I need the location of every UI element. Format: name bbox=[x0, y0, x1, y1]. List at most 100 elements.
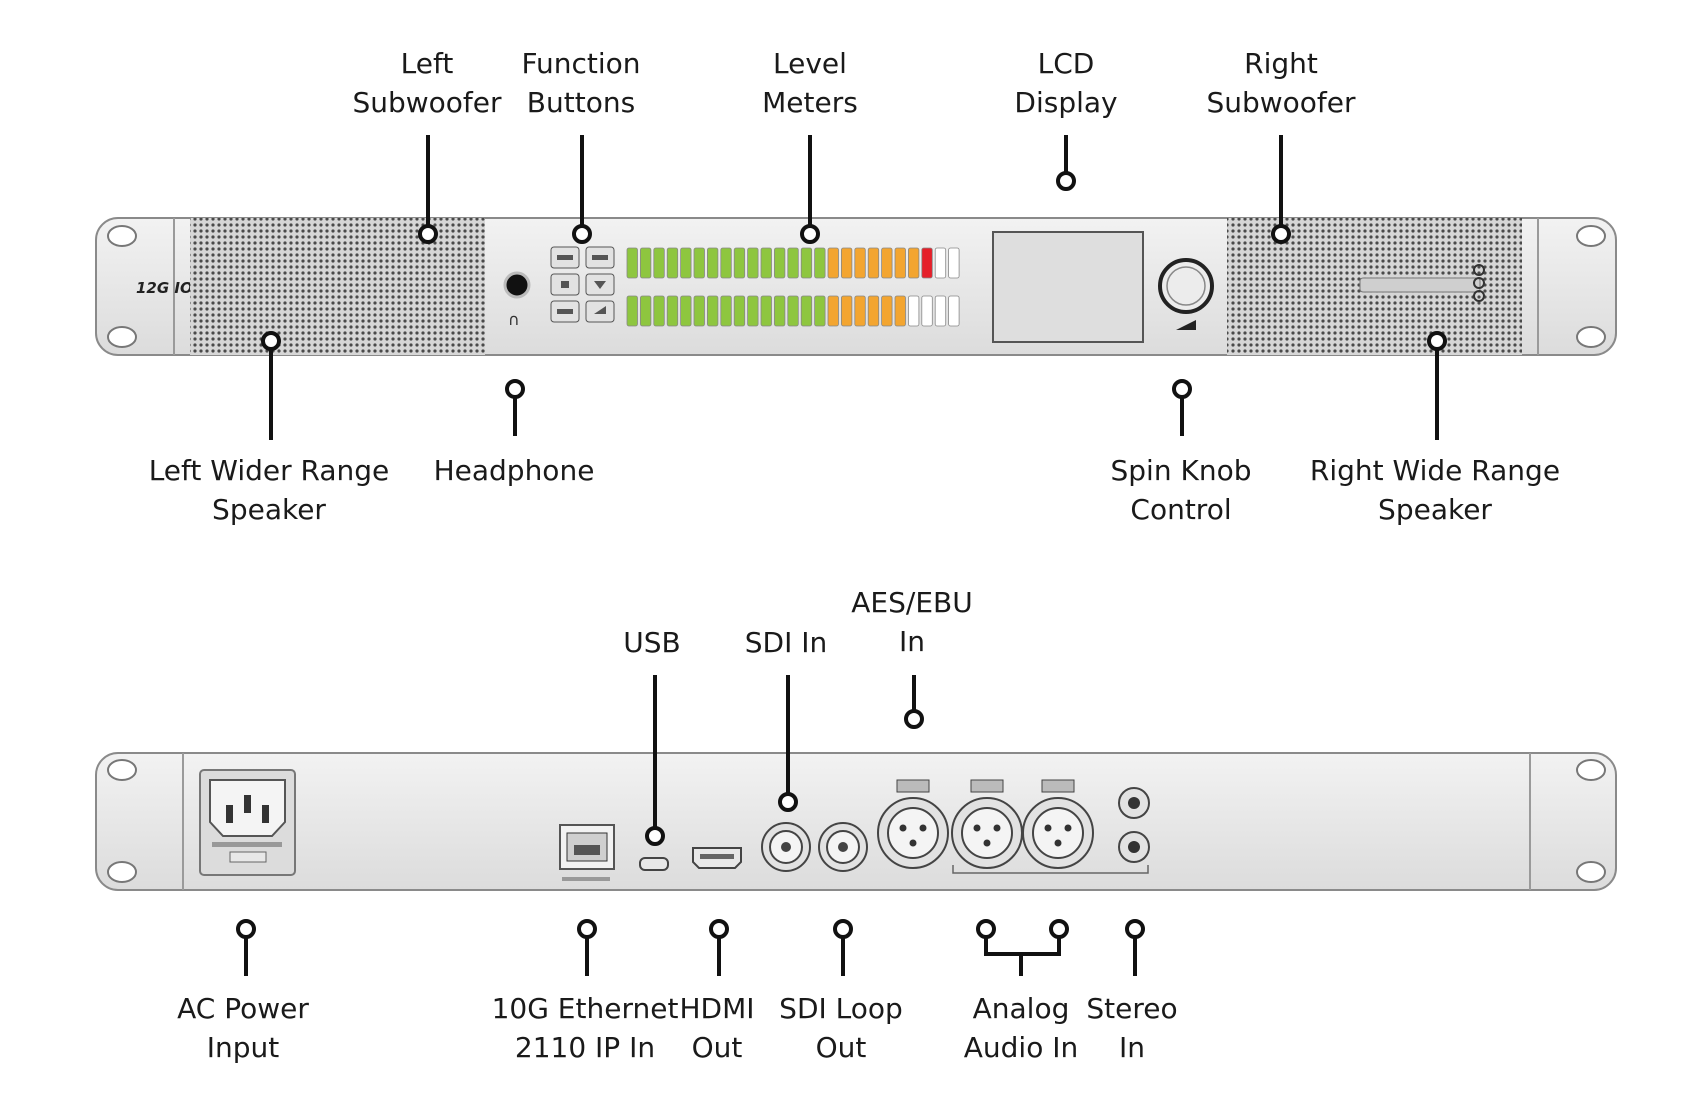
label-sdi-in: SDI In bbox=[636, 623, 936, 662]
label-line: Left Wider Range bbox=[148, 454, 390, 487]
meter-segment bbox=[693, 247, 705, 279]
meter-segment bbox=[921, 247, 933, 279]
label-right-subwoofer: Right Subwoofer bbox=[1131, 44, 1431, 122]
hdmi-port[interactable] bbox=[692, 847, 742, 869]
sdi-loop-out-connector[interactable] bbox=[818, 822, 868, 872]
meter-segment bbox=[814, 295, 826, 327]
rack-hole bbox=[107, 861, 137, 883]
label-line: Headphone bbox=[433, 454, 595, 487]
label-hdmi-out: HDMI Out bbox=[567, 989, 867, 1067]
meter-segment bbox=[653, 247, 665, 279]
meter-segment bbox=[948, 247, 960, 279]
meter-segment bbox=[760, 295, 772, 327]
ethernet-port[interactable] bbox=[559, 824, 615, 881]
label-line: Analog bbox=[972, 992, 1070, 1025]
label-line: Speaker bbox=[1378, 493, 1492, 526]
label-aes-ebu-in: AES/EBU In bbox=[762, 583, 1062, 661]
meter-segment bbox=[827, 295, 839, 327]
meter-segment bbox=[867, 295, 880, 327]
meter-segment bbox=[854, 295, 866, 327]
aes-ebu-xlr-connector[interactable] bbox=[877, 779, 949, 869]
meter-segment bbox=[787, 295, 799, 327]
label-line: Left bbox=[400, 47, 454, 80]
headphone-jack[interactable] bbox=[503, 271, 531, 299]
meter-segment bbox=[934, 295, 947, 327]
label-level-meters: Level Meters bbox=[660, 44, 960, 122]
meter-segment bbox=[908, 295, 920, 327]
label-line: Right bbox=[1244, 47, 1318, 80]
label-analog-audio-in: Analog Audio In bbox=[871, 989, 1171, 1067]
label-line: In bbox=[1118, 1031, 1145, 1064]
function-buttons[interactable] bbox=[550, 246, 615, 323]
level-meters bbox=[626, 247, 960, 327]
meter-segment bbox=[626, 247, 638, 279]
label-line: HDMI bbox=[679, 992, 755, 1025]
label-stereo-in: Stereo In bbox=[982, 989, 1282, 1067]
meter-segment bbox=[733, 295, 746, 327]
callout-lines bbox=[236, 135, 1447, 976]
label-line: Input bbox=[206, 1031, 280, 1064]
label-line: USB bbox=[623, 626, 681, 659]
meter-segment bbox=[774, 295, 786, 327]
meter-segment bbox=[800, 295, 813, 327]
label-line: LCD bbox=[1037, 47, 1095, 80]
sdi-in-connector[interactable] bbox=[761, 822, 811, 872]
label-line: 2110 IP In bbox=[514, 1031, 656, 1064]
headphone-icon: ∩ bbox=[508, 310, 520, 329]
label-left-wider-range-speaker: Left Wider Range Speaker bbox=[119, 451, 419, 529]
label-line: Level bbox=[773, 47, 847, 80]
label-line: Out bbox=[691, 1031, 743, 1064]
label-line: 10G Ethernet bbox=[491, 992, 679, 1025]
label-ethernet-2110: 10G Ethernet 2110 IP In bbox=[435, 989, 735, 1067]
label-line: Spin Knob bbox=[1110, 454, 1252, 487]
left-speaker-grille bbox=[190, 218, 485, 355]
usb-port[interactable] bbox=[639, 857, 669, 871]
rear-panel bbox=[95, 752, 1617, 891]
meter-segment bbox=[653, 295, 665, 327]
meter-segment bbox=[707, 247, 719, 279]
analog-xlr-connector-2[interactable] bbox=[1022, 779, 1094, 869]
label-line: Audio In bbox=[963, 1031, 1079, 1064]
label-lcd-display: LCD Display bbox=[916, 44, 1216, 122]
rack-hole bbox=[1576, 225, 1606, 247]
label-line: Buttons bbox=[526, 86, 636, 119]
rack-hole bbox=[107, 759, 137, 781]
meter-segment bbox=[680, 295, 692, 327]
label-line: Display bbox=[1014, 86, 1118, 119]
meter-segment bbox=[747, 247, 759, 279]
meter-segment bbox=[841, 247, 853, 279]
label-sdi-loop-out: SDI Loop Out bbox=[691, 989, 991, 1067]
rear-chassis bbox=[95, 752, 1617, 891]
meter-segment bbox=[948, 295, 960, 327]
meter-segment bbox=[867, 247, 880, 279]
device-logo: 12G IOI bbox=[136, 279, 199, 297]
label-line: Function bbox=[521, 47, 641, 80]
rack-hole bbox=[1576, 326, 1606, 348]
label-line: Subwoofer bbox=[1206, 86, 1356, 119]
rack-hole bbox=[107, 326, 137, 348]
meter-segment bbox=[774, 247, 786, 279]
label-right-wide-range-speaker: Right Wide Range Speaker bbox=[1285, 451, 1585, 529]
meter-segment bbox=[814, 247, 826, 279]
label-line: SDI Loop bbox=[779, 992, 903, 1025]
analog-xlr-connector-1[interactable] bbox=[951, 779, 1023, 869]
label-line: In bbox=[898, 625, 925, 658]
meter-segment bbox=[800, 247, 813, 279]
label-function-buttons: Function Buttons bbox=[431, 44, 731, 122]
stereo-rca-connectors[interactable] bbox=[1118, 787, 1150, 863]
meter-segment bbox=[894, 295, 906, 327]
meter-segment bbox=[720, 295, 732, 327]
spin-knob[interactable] bbox=[1158, 258, 1214, 314]
label-line: AES/EBU bbox=[851, 586, 973, 619]
rack-hole bbox=[1576, 759, 1606, 781]
ac-power-inlet[interactable] bbox=[199, 769, 296, 876]
meter-segment bbox=[747, 295, 759, 327]
front-panel: 12G IOI ∩ bbox=[95, 217, 1617, 356]
label-line: Stereo bbox=[1086, 992, 1178, 1025]
label-usb: USB bbox=[502, 623, 802, 662]
label-line: Subwoofer bbox=[352, 86, 502, 119]
rack-hole bbox=[107, 225, 137, 247]
label-line: Out bbox=[815, 1031, 867, 1064]
label-line: Right Wide Range bbox=[1309, 454, 1561, 487]
meter-segment bbox=[908, 247, 920, 279]
